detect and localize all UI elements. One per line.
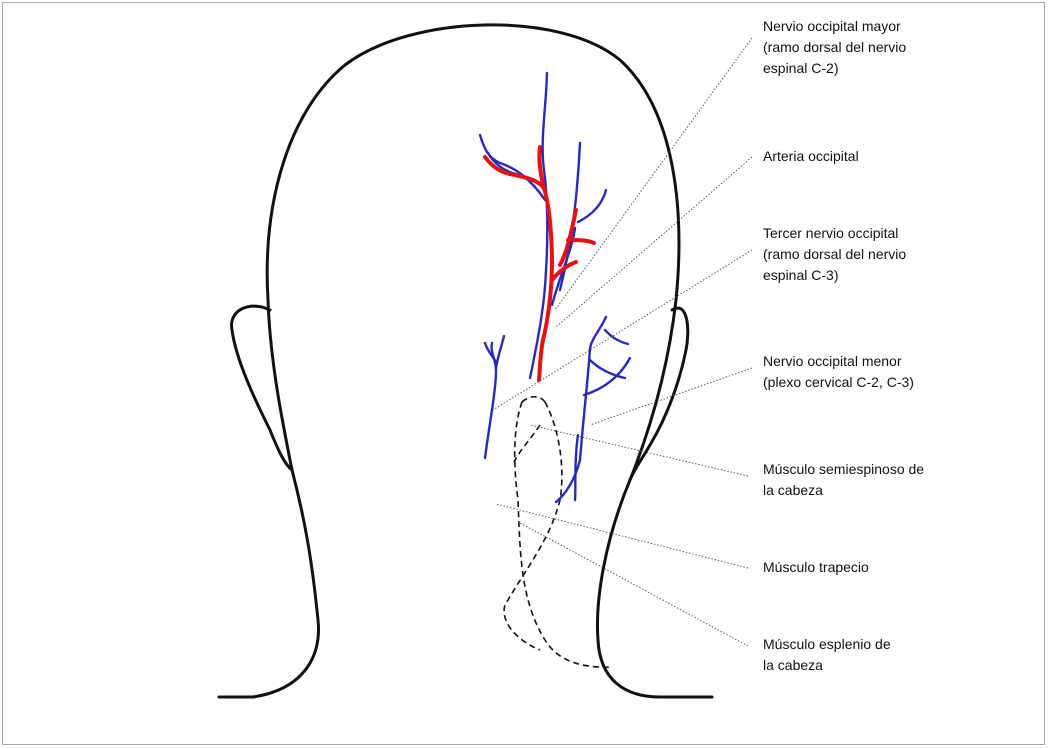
- leader-splenius-capitis: [520, 523, 748, 646]
- muscle-outlines: [504, 397, 612, 667]
- left-ear: [232, 306, 292, 470]
- leader-greater-occipital-nerve: [555, 38, 752, 310]
- leader-semispinalis-capitis: [530, 425, 748, 476]
- label-semispinalis-capitis: Músculo semiespinoso de la cabeza: [763, 459, 1043, 501]
- head-outline: [219, 470, 318, 697]
- leader-third-occipital-nerve: [493, 250, 752, 410]
- label-trapezius: Músculo trapecio: [763, 557, 1043, 578]
- nerves: [480, 73, 630, 502]
- label-greater-occipital-nerve: Nervio occipital mayor (ramo dorsal del …: [763, 16, 1043, 79]
- label-splenius-capitis: Músculo esplenio de la cabeza: [763, 634, 1043, 676]
- label-occipital-artery: Arteria occipital: [763, 146, 1043, 167]
- head-outline-skull: [267, 25, 712, 697]
- label-lesser-occipital-nerve: Nervio occipital menor (plexo cervical C…: [763, 351, 1043, 393]
- label-third-occipital-nerve: Tercer nervio occipital (ramo dorsal del…: [763, 223, 1043, 286]
